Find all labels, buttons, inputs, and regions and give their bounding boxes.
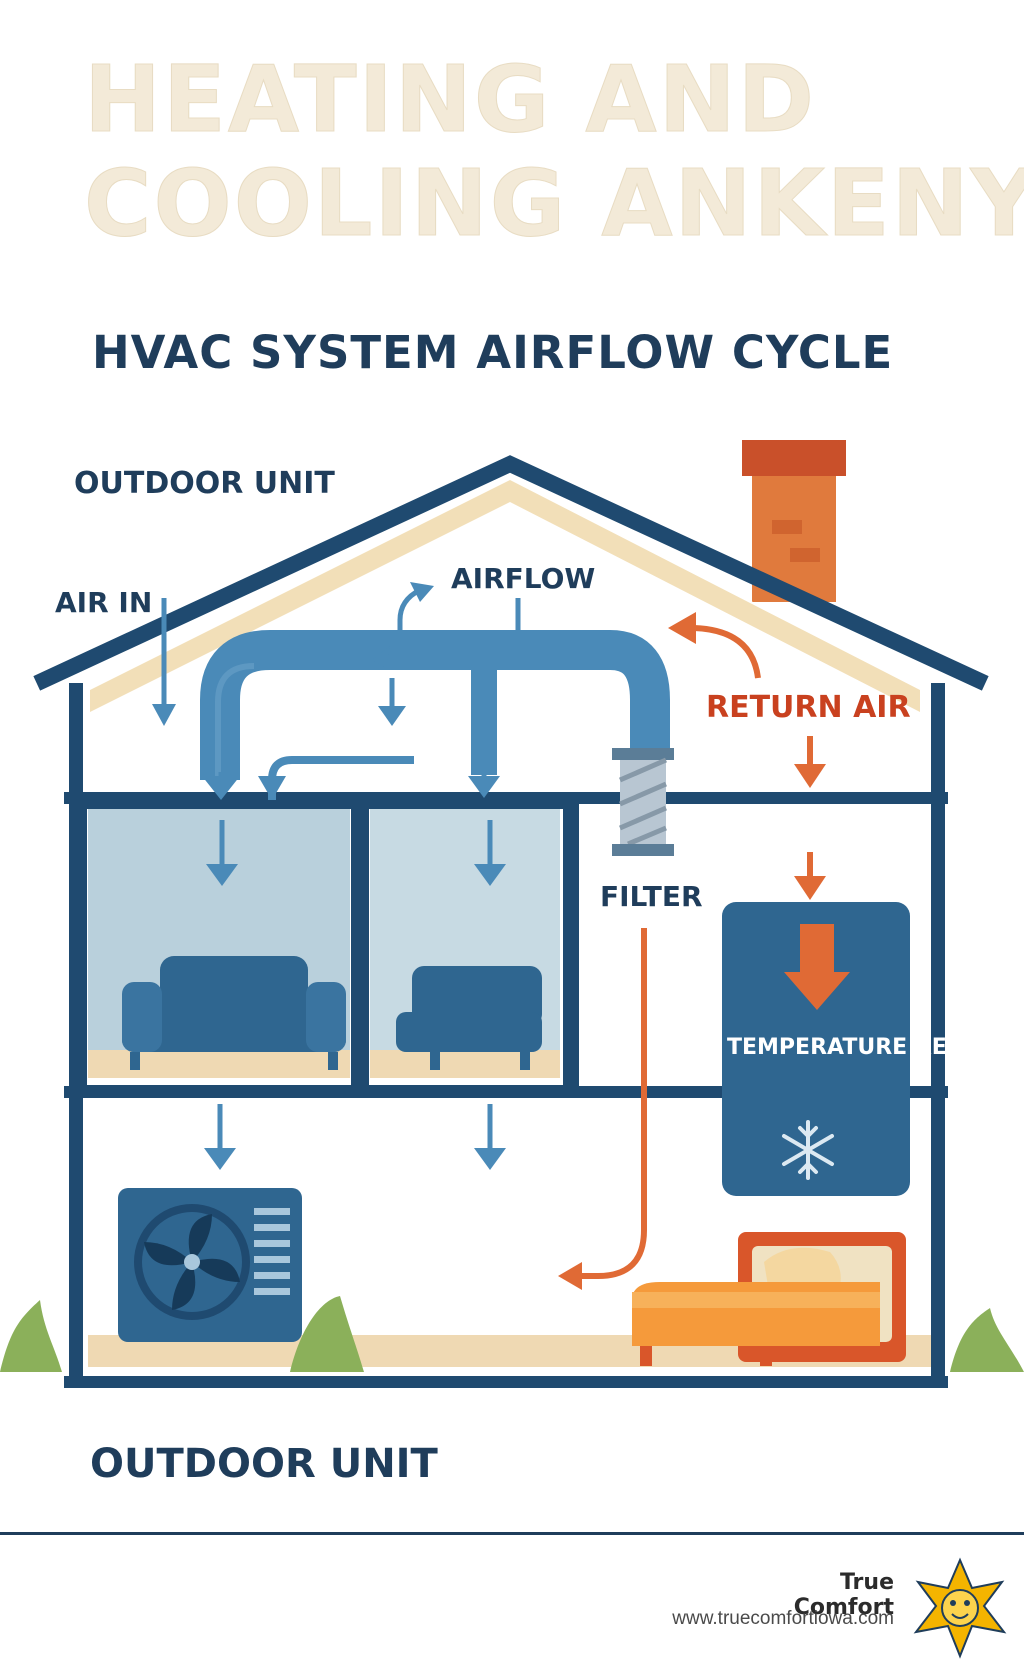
temperature-regulation-unit [722, 902, 910, 1196]
living-room-floor [88, 1050, 350, 1078]
hero-title-line2: COOLING ANKENY [84, 150, 1024, 257]
sofa [122, 956, 346, 1070]
outdoor-unit-label-bottom: OUTDOOR UNIT [90, 1441, 438, 1487]
fan-icon [134, 1204, 250, 1320]
diagram-subtitle: HVAC SYSTEM AIRFLOW CYCLE [92, 326, 894, 379]
grass [0, 1296, 1024, 1372]
second-room-floor [370, 1050, 560, 1078]
armchair [396, 966, 542, 1070]
airflow-label: AIRFLOW [451, 562, 596, 595]
blue-airflow-arrows [152, 582, 521, 1170]
snowflake-icon [782, 1120, 834, 1180]
return-air-arrows [558, 612, 826, 1290]
duct-highlight [215, 663, 255, 780]
brand-url[interactable]: www.truecomfortiowa.com [672, 1608, 894, 1629]
bed [632, 1232, 906, 1366]
filter-label: FILTER [600, 880, 703, 913]
temperature-regulation-label: TEMPERATURE REGULATION [727, 1035, 1024, 1060]
air-in-label: AIR IN [55, 586, 153, 619]
sun-mascot-icon [913, 1557, 1007, 1659]
footer-divider [0, 1532, 1024, 1535]
hero-title-line1: HEATING AND [84, 46, 816, 153]
filter-unit [612, 748, 674, 856]
return-air-label: RETURN AIR [706, 690, 911, 725]
hero-title: HEATING AND COOLING ANKENY [84, 46, 1024, 257]
outdoor-unit-label-top: OUTDOOR UNIT [74, 466, 335, 501]
brand-name: True Comfort [793, 1570, 894, 1620]
